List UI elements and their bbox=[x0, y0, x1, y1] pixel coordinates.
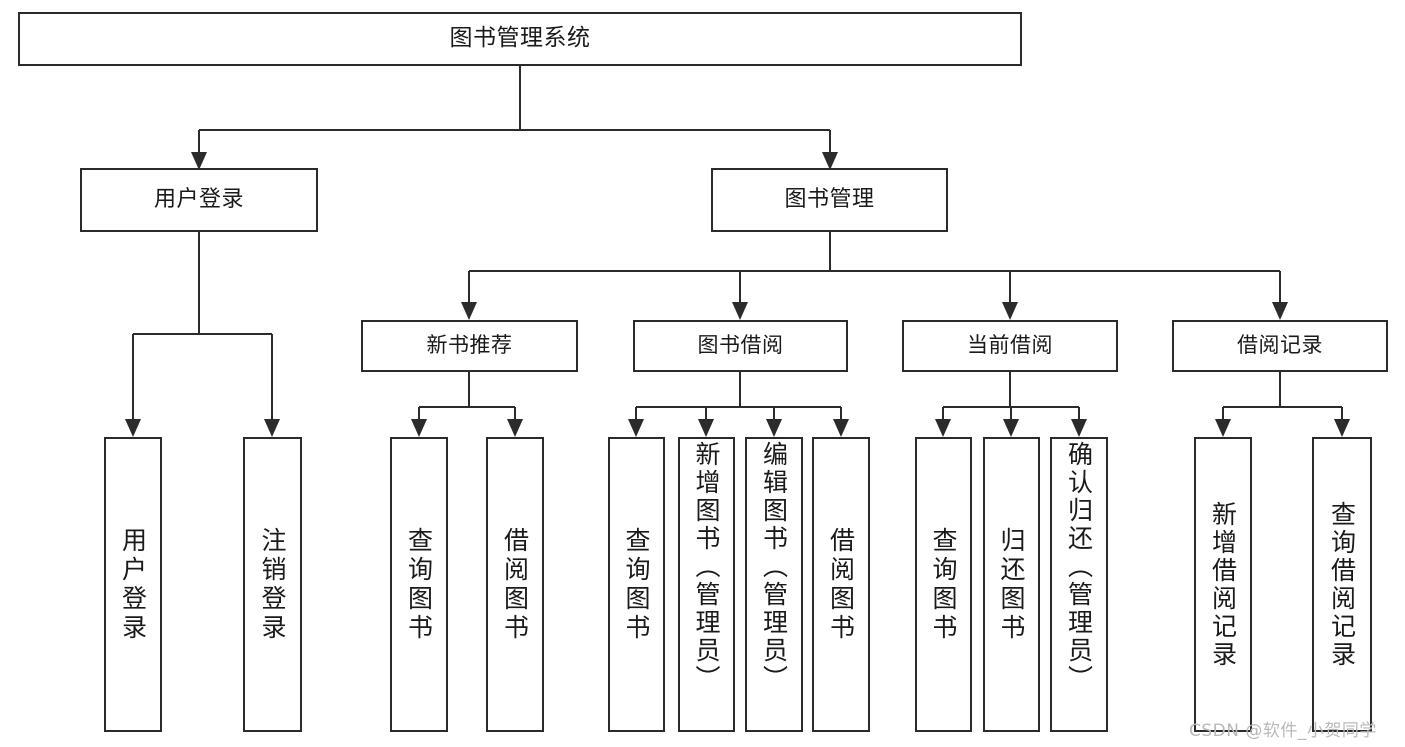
node-leaf-return-book[interactable]: 归还图书 bbox=[983, 437, 1040, 732]
node-leaf-edit-book-label: 编辑图书（管理员） bbox=[759, 441, 789, 693]
node-leaf-logout-label: 注销登录 bbox=[258, 526, 287, 643]
node-leaf-borrow-book-2-label: 借阅图书 bbox=[826, 526, 856, 643]
arrow-leaf-logout bbox=[264, 419, 280, 437]
arrow-new-book-recommend bbox=[461, 302, 477, 320]
node-book-manage-label: 图书管理 bbox=[784, 186, 875, 212]
node-book-borrow[interactable]: 图书借阅 bbox=[633, 320, 848, 372]
node-leaf-add-book[interactable]: 新增图书（管理员） bbox=[678, 437, 735, 732]
node-leaf-logout[interactable]: 注销登录 bbox=[243, 437, 302, 732]
arrow-leaf-edit-book bbox=[766, 419, 782, 437]
node-new-book-recommend[interactable]: 新书推荐 bbox=[361, 320, 578, 372]
node-leaf-confirm-return[interactable]: 确认归还（管理员） bbox=[1050, 437, 1108, 732]
node-root-label: 图书管理系统 bbox=[449, 25, 591, 52]
node-leaf-user-login[interactable]: 用户登录 bbox=[104, 437, 162, 732]
arrow-leaf-query-book-1 bbox=[411, 419, 427, 437]
node-user-login-label: 用户登录 bbox=[153, 186, 244, 212]
node-new-book-recommend-label: 新书推荐 bbox=[426, 333, 513, 358]
node-leaf-return-book-label: 归还图书 bbox=[997, 526, 1026, 643]
arrow-leaf-return-book bbox=[1003, 419, 1019, 437]
arrow-leaf-add-book bbox=[698, 419, 714, 437]
node-current-borrow-label: 当前借阅 bbox=[967, 333, 1053, 358]
node-leaf-query-record[interactable]: 查询借阅记录 bbox=[1312, 437, 1372, 732]
node-leaf-add-record-label: 新增借阅记录 bbox=[1208, 500, 1238, 669]
watermark-text: CSDN @软件_小贺同学 bbox=[1189, 721, 1377, 741]
arrow-leaf-borrow-book-1 bbox=[507, 419, 523, 437]
node-book-borrow-label: 图书借阅 bbox=[697, 333, 784, 358]
node-user-login[interactable]: 用户登录 bbox=[80, 168, 318, 232]
arrow-book-borrow bbox=[732, 302, 748, 320]
node-leaf-add-record[interactable]: 新增借阅记录 bbox=[1194, 437, 1252, 732]
arrow-leaf-query-book-2 bbox=[628, 419, 644, 437]
arrow-leaf-add-record bbox=[1215, 419, 1231, 437]
node-leaf-user-login-label: 用户登录 bbox=[118, 526, 148, 643]
node-book-manage[interactable]: 图书管理 bbox=[711, 168, 948, 232]
arrow-borrow-record bbox=[1272, 302, 1288, 320]
node-leaf-query-book-1-label: 查询图书 bbox=[404, 526, 434, 643]
node-leaf-borrow-book-1-label: 借阅图书 bbox=[500, 526, 530, 643]
node-leaf-query-book-2-label: 查询图书 bbox=[622, 526, 651, 643]
node-leaf-confirm-return-label: 确认归还（管理员） bbox=[1064, 441, 1094, 693]
node-leaf-query-book-2[interactable]: 查询图书 bbox=[608, 437, 665, 732]
arrow-leaf-borrow-book-2 bbox=[833, 419, 849, 437]
arrow-leaf-query-record bbox=[1334, 419, 1350, 437]
node-leaf-borrow-book-2[interactable]: 借阅图书 bbox=[812, 437, 870, 732]
node-leaf-query-record-label: 查询借阅记录 bbox=[1327, 500, 1357, 669]
node-borrow-record-label: 借阅记录 bbox=[1237, 333, 1323, 358]
arrow-leaf-query-book-3 bbox=[935, 419, 951, 437]
node-leaf-query-book-1[interactable]: 查询图书 bbox=[390, 437, 448, 732]
node-leaf-add-book-label: 新增图书（管理员） bbox=[692, 441, 721, 693]
arrow-leaf-confirm-return bbox=[1071, 419, 1087, 437]
node-root[interactable]: 图书管理系统 bbox=[18, 12, 1022, 66]
arrow-current-borrow bbox=[1002, 302, 1018, 320]
node-borrow-record[interactable]: 借阅记录 bbox=[1172, 320, 1388, 372]
node-leaf-borrow-book-1[interactable]: 借阅图书 bbox=[486, 437, 544, 732]
node-leaf-edit-book[interactable]: 编辑图书（管理员） bbox=[745, 437, 803, 732]
node-leaf-query-book-3-label: 查询图书 bbox=[929, 526, 958, 643]
node-leaf-query-book-3[interactable]: 查询图书 bbox=[915, 437, 972, 732]
arrow-leaf-user-login bbox=[125, 419, 141, 437]
node-current-borrow[interactable]: 当前借阅 bbox=[902, 320, 1118, 372]
